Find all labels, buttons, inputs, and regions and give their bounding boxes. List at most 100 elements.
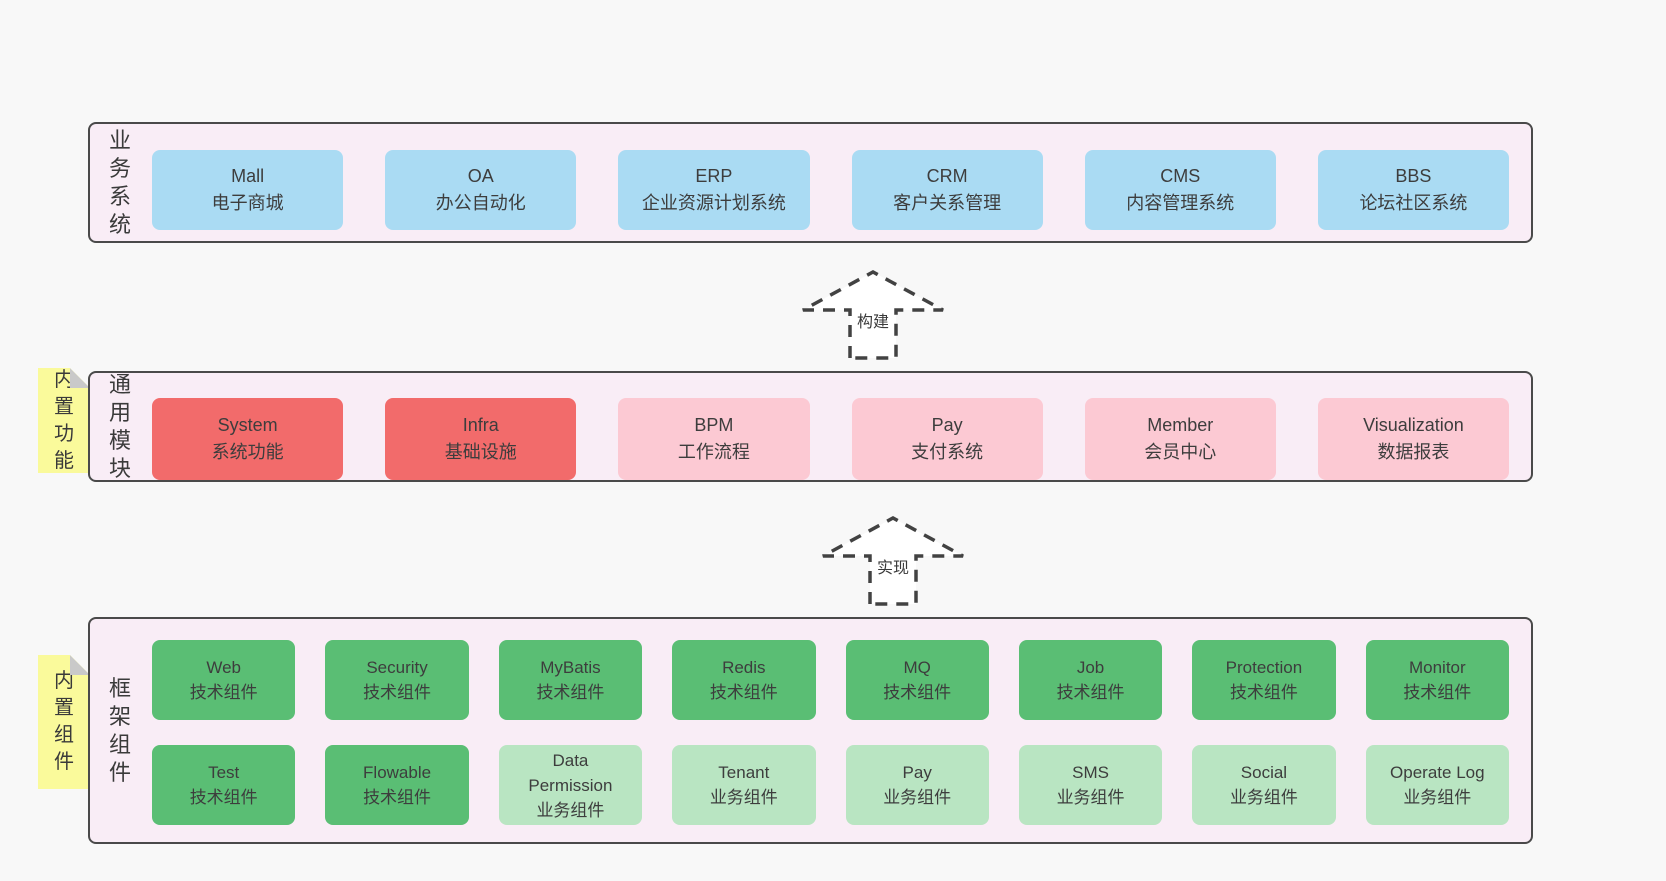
box-subtitle: 技术组件 [1229,683,1298,702]
box-subtitle: 技术组件 [1403,683,1472,702]
box-visualization: Visualization 数据报表 [1317,398,1510,480]
panel-framework-components: 框架组件 Web 技术组件 Security 技术组件 MyBatis 技术组件… [88,617,1533,844]
box-infra: Infra 基础设施 [385,398,577,480]
sticky-note-text: 内置组件 [54,670,74,773]
box-subtitle: 技术组件 [709,683,778,702]
box-title: Job [1076,658,1105,677]
box-sms: SMS 业务组件 [1018,745,1163,825]
panel-business-systems: 业务系统 Mall 电子商城 OA 办公自动化 ERP 企业资源计划系统 CRM… [88,122,1533,243]
box-title: Test [208,763,240,782]
box-system: System 系统功能 [152,398,344,480]
business-systems-boxes: Mall 电子商城 OA 办公自动化 ERP 企业资源计划系统 CRM 客户关系… [152,124,1510,241]
box-row: System 系统功能 Infra 基础设施 BPM 工作流程 Pay 支付系统… [152,398,1510,480]
box-title: Web [206,658,242,677]
box-title: Flowable [363,763,432,782]
box-subtitle: 技术组件 [189,788,258,807]
sticky-note-text: 内置功能 [54,368,74,472]
box-title: MQ [903,658,931,677]
box-title: ERP [695,166,733,186]
box-pay: Pay 支付系统 [851,398,1043,480]
arrow-build: 构建 [802,270,944,360]
box-redis: Redis 技术组件 [672,640,816,720]
arrow-build-label: 构建 [853,312,893,334]
box-bbs: BBS 论坛社区系统 [1317,150,1510,230]
box-subtitle: 办公自动化 [435,193,526,213]
box-subtitle: 数据报表 [1377,442,1450,462]
box-title: Pay [931,415,963,435]
box-cms: CMS 内容管理系统 [1084,150,1276,230]
arrow-implement-label: 实现 [873,558,913,580]
box-title: OA [467,166,494,186]
box-mq: MQ 技术组件 [845,640,989,720]
box-subtitle: 支付系统 [911,442,984,462]
box-social: Social 业务组件 [1192,745,1336,825]
box-flowable: Flowable 技术组件 [325,745,469,825]
box-subtitle: 业务组件 [1403,788,1472,807]
box-subtitle: 业务组件 [536,800,605,820]
box-operate-log: Operate Log 业务组件 [1365,745,1509,825]
box-title: Monitor [1408,658,1466,677]
box-title: Data Permission [528,750,613,795]
box-subtitle: 论坛社区系统 [1359,193,1468,213]
box-row: Web 技术组件 Security 技术组件 MyBatis 技术组件 Redi… [152,640,1509,720]
box-title: Redis [722,658,766,677]
panel-common-modules: 通用模块 System 系统功能 Infra 基础设施 BPM 工作流程 Pay… [88,371,1533,482]
box-subtitle: 业务组件 [1229,788,1298,807]
box-subtitle: 客户关系管理 [893,193,1002,213]
box-subtitle: 系统功能 [211,442,284,462]
box-crm: CRM 客户关系管理 [851,150,1043,230]
box-subtitle: 工作流程 [677,442,750,462]
arrow-implement: 实现 [822,516,964,606]
common-modules-boxes: System 系统功能 Infra 基础设施 BPM 工作流程 Pay 支付系统… [152,373,1510,480]
box-title: Tenant [718,763,770,782]
box-title: Mall [231,166,265,186]
panel-side-label-business-systems: 业务系统 [108,127,131,237]
box-subtitle: 企业资源计划系统 [641,193,786,213]
box-title: System [217,415,278,435]
sticky-note-built-in-components: 内置组件 [38,655,90,789]
box-tenant: Tenant 业务组件 [672,745,816,825]
box-title: Security [366,658,428,677]
folded-corner-icon [70,655,90,675]
box-title: CMS [1160,166,1201,186]
box-erp: ERP 企业资源计划系统 [618,150,810,230]
box-subtitle: 电子商城 [211,193,284,213]
box-oa: OA 办公自动化 [385,150,577,230]
box-subtitle: 技术组件 [883,683,952,702]
box-row: Test 技术组件 Flowable 技术组件 Data Permission … [152,745,1509,825]
box-member: Member 会员中心 [1084,398,1276,480]
box-subtitle: 技术组件 [363,788,432,807]
box-subtitle: 内容管理系统 [1126,193,1235,213]
box-title: SMS [1072,763,1109,782]
box-data-permission: Data Permission 业务组件 [498,745,643,825]
box-title: BPM [694,415,734,435]
framework-components-boxes: Web 技术组件 Security 技术组件 MyBatis 技术组件 Redi… [152,619,1509,842]
box-security: Security 技术组件 [325,640,469,720]
sticky-note-built-in-features: 内置功能 [38,368,90,473]
box-title: CRM [926,166,968,186]
box-title: Visualization [1363,415,1464,435]
box-title: Pay [902,763,932,782]
box-subtitle: 技术组件 [189,683,258,702]
box-row: Mall 电子商城 OA 办公自动化 ERP 企业资源计划系统 CRM 客户关系… [152,150,1510,230]
box-subtitle: 业务组件 [709,788,778,807]
box-mybatis: MyBatis 技术组件 [498,640,643,720]
box-subtitle: 业务组件 [1056,788,1125,807]
box-bpm: BPM 工作流程 [618,398,810,480]
box-subtitle: 基础设施 [444,442,517,462]
box-subtitle: 业务组件 [883,788,952,807]
box-title: MyBatis [540,658,601,677]
box-subtitle: 技术组件 [1056,683,1125,702]
box-test: Test 技术组件 [152,745,296,825]
box-subtitle: 会员中心 [1144,442,1217,462]
box-web: Web 技术组件 [152,640,296,720]
box-subtitle: 技术组件 [536,683,605,702]
box-title: Infra [462,415,499,435]
box-title: Social [1240,763,1288,782]
box-title: Member [1147,415,1214,435]
folded-corner-icon [70,368,90,388]
box-title: Protection [1225,658,1303,677]
box-title: BBS [1395,166,1432,186]
panel-side-label-framework-components: 框架组件 [108,675,131,785]
